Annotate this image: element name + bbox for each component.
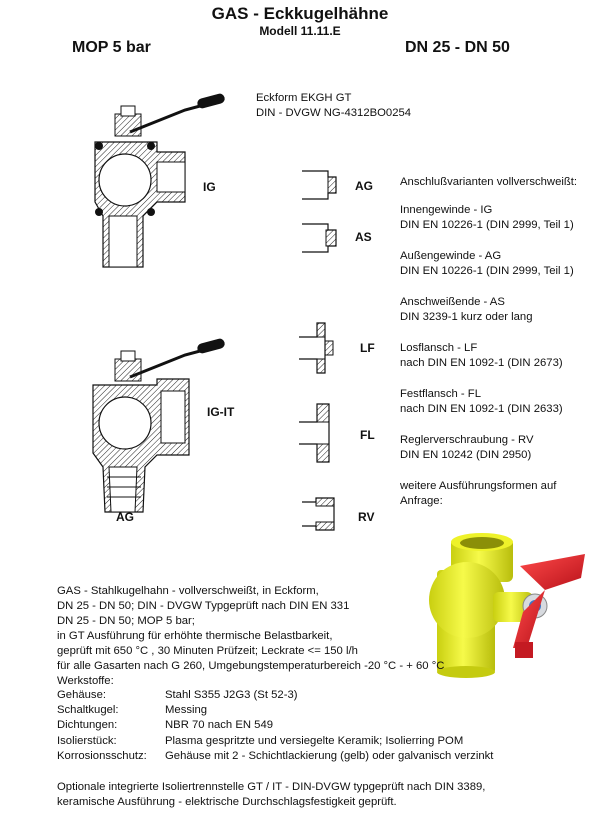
material-key: Korrosionsschutz: [57, 750, 147, 762]
connection-as-drawing [302, 223, 337, 253]
label-lf: LF [360, 341, 375, 355]
material-value: Plasma gespritzte und versiegelte Kerami… [165, 735, 464, 747]
description-line: DN 25 - DN 50; MOP 5 bar; [57, 615, 195, 627]
variants-more-line1: weitere Ausführungsformen auf [400, 480, 557, 492]
label-ag-bottom: AG [116, 510, 134, 524]
material-value: Messing [165, 704, 208, 716]
variant-norm: DIN EN 10226-1 (DIN 2999, Teil 1) [400, 219, 574, 231]
variant-name: Innengewinde - IG [400, 204, 493, 216]
connection-fl-drawing [299, 403, 330, 463]
label-ig-it: IG-IT [207, 405, 235, 419]
description-line: für alle Gasarten nach G 260, Umgebungst… [57, 660, 445, 672]
diameter-range: DN 25 - DN 50 [405, 39, 510, 56]
material-value: NBR 70 nach EN 549 [165, 719, 274, 731]
label-ig: IG [203, 180, 216, 194]
label-fl: FL [360, 428, 375, 442]
variant-name: Reglerverschraubung - RV [400, 434, 534, 446]
label-ag: AG [355, 179, 373, 193]
model-standard: DIN - DVGW NG-4312BO0254 [256, 107, 412, 119]
valve-drawing-ig-it [92, 338, 225, 513]
variant-name: Anschweißende - AS [400, 296, 505, 308]
description-line: in GT Ausführung für erhöhte thermische … [57, 630, 333, 642]
label-as: AS [355, 230, 372, 244]
variants-more-line2: Anfrage: [400, 495, 443, 507]
variant-norm: nach DIN EN 1092-1 (DIN 2673) [400, 357, 563, 369]
variants-heading: Anschlußvarianten vollverschweißt: [400, 176, 578, 188]
valve-drawing-ig [94, 93, 225, 268]
material-value: Stahl S355 J2G3 (St 52-3) [165, 689, 298, 701]
material-key: Gehäuse: [57, 689, 106, 701]
variant-name: Losflansch - LF [400, 342, 478, 354]
description-line: geprüft mit 650 °C , 30 Minuten Prüfzeit… [57, 645, 358, 657]
variant-name: Außengewinde - AG [400, 250, 502, 262]
model-form: Eckform EKGH GT [256, 92, 352, 104]
material-key: Dichtungen: [57, 719, 118, 731]
variant-norm: DIN EN 10226-1 (DIN 2999, Teil 1) [400, 265, 574, 277]
material-row: Schaltkugel: Messing [57, 704, 207, 716]
connection-lf-drawing [299, 322, 334, 374]
connection-rv-drawing [302, 497, 335, 531]
footer-line2: keramische Ausführung - elektrische Durc… [57, 796, 397, 808]
label-rv: RV [358, 510, 375, 524]
page-title: GAS - Eckkugelhähne [211, 4, 389, 23]
variant-name: Festflansch - FL [400, 388, 481, 400]
description-line: DN 25 - DN 50; DIN - DVGW Typgeprüft nac… [57, 600, 350, 612]
description-line: GAS - Stahlkugelhahn - vollverschweißt, … [57, 585, 319, 597]
page-subtitle: Modell 11.11.E [259, 24, 341, 38]
materials-heading: Werkstoffe: [57, 675, 114, 687]
variant-norm: nach DIN EN 1092-1 (DIN 2633) [400, 403, 563, 415]
pressure-rating: MOP 5 bar [72, 39, 151, 56]
material-row: Korrosionsschutz: Gehäuse mit 2 - Schicht… [57, 750, 493, 762]
valve-photo-illustration [429, 533, 585, 678]
material-row: Dichtungen: NBR 70 nach EN 549 [57, 719, 273, 731]
variant-norm: DIN 3239-1 kurz oder lang [400, 311, 533, 323]
material-value: Gehäuse mit 2 - Schichtlackierung (gelb)… [165, 750, 494, 762]
material-row: Isolierstück: Plasma gespritzte und versi… [57, 735, 463, 747]
footer-line1: Optionale integrierte Isoliertrennstelle… [57, 781, 486, 793]
material-key: Isolierstück: [57, 735, 117, 747]
connection-ag-drawing [302, 170, 337, 200]
variant-norm: DIN EN 10242 (DIN 2950) [400, 449, 532, 461]
material-row: Gehäuse: Stahl S355 J2G3 (St 52-3) [57, 689, 298, 701]
material-key: Schaltkugel: [57, 704, 119, 716]
